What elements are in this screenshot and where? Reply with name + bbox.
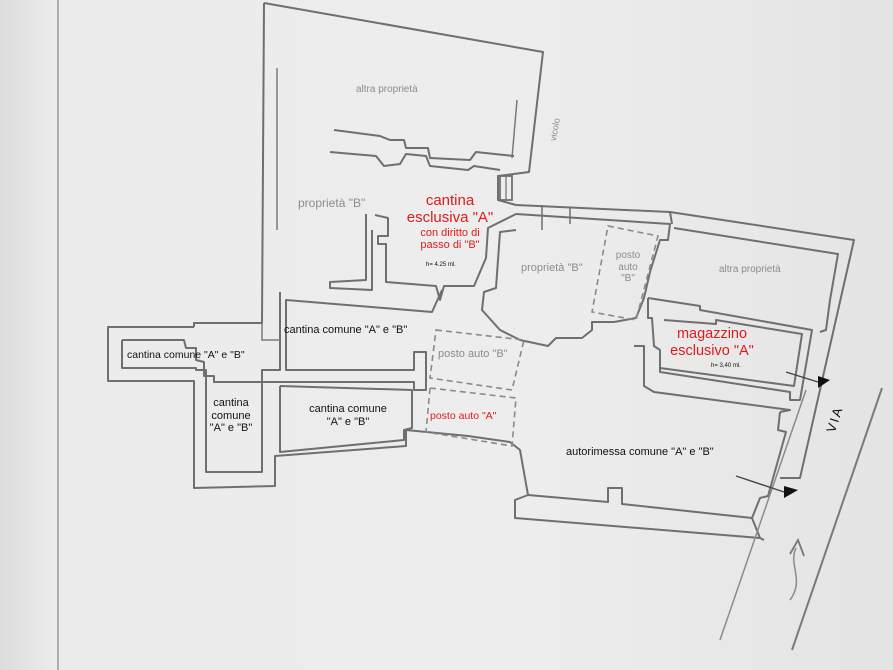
posto-auto-b-space-right — [591, 225, 659, 321]
wall-inner-corridor — [261, 323, 280, 341]
driveway-arrow — [789, 537, 805, 557]
wall-cantina-esclusiva — [374, 213, 517, 301]
wall-right-inner — [673, 227, 839, 333]
magazzino-line2: esclusivo "A" — [670, 342, 754, 359]
wall-cantina-mid — [261, 289, 443, 391]
posto-auto-b-right-line1: posto — [615, 250, 641, 261]
posto-auto-b-right-line2: auto — [618, 261, 638, 273]
label-magazzino: magazzino esclusivo "A" — [660, 326, 764, 359]
label-altra-proprieta-top: altra proprietà — [356, 84, 418, 95]
label-cantina-comune-top: cantina comune "A" e "B" — [284, 324, 408, 336]
cantina-small-line2: comune — [211, 409, 251, 422]
street-line-inner — [719, 389, 807, 641]
cantina-small-line3: "A" e "B" — [209, 422, 253, 435]
label-autorimessa: autorimessa comune "A" e "B" — [566, 446, 714, 458]
wall-cantina-mid-lower — [279, 385, 413, 453]
entrance-arrow-magazzino — [818, 376, 830, 388]
wall-autorimessa — [527, 487, 765, 541]
label-posto-auto-b: posto auto "B" — [438, 348, 508, 360]
wall-prop-b-mid — [481, 213, 671, 347]
label-h-magazzino: h= 3,40 ml. — [711, 363, 741, 369]
cantina-small-line1: cantina — [213, 397, 249, 409]
wall-autorimessa-right — [751, 411, 787, 519]
label-posto-auto-b-right: posto auto "B" — [608, 250, 648, 285]
wall-magazzino-inner — [659, 319, 803, 387]
label-altra-proprieta-right: altra proprietà — [719, 264, 781, 275]
wall-left-wing — [107, 326, 761, 539]
label-cantina-esclusiva: cantina esclusiva "A" con diritto di pas… — [400, 192, 500, 252]
wall-magazzino — [647, 297, 813, 401]
wall-left-wing-inner — [121, 339, 263, 473]
cantina-esclusiva-line1: cantina — [425, 192, 475, 209]
street-line-outer — [791, 387, 883, 651]
label-cantina-comune-mid: cantina comune "A" e "B" — [300, 403, 396, 428]
cantina-mid-line1: cantina comune — [309, 403, 387, 415]
posto-auto-a-space — [425, 387, 517, 447]
cantina-esclusiva-line4: passo di "B" — [420, 239, 480, 252]
cantina-esclusiva-line2: esclusiva "A" — [406, 209, 494, 227]
entrance-arrow-autorimessa — [784, 486, 798, 498]
wall-top-property — [263, 2, 544, 206]
label-h-cantina: h= 4.25 ml. — [426, 262, 456, 268]
label-cantina-comune-small: cantina comune "A" e "B" — [204, 397, 258, 435]
wall-cantina-esclusiva-left — [329, 214, 373, 291]
cantina-esclusiva-line3: con diritto di — [420, 226, 480, 239]
wall-prop-b-top — [515, 204, 673, 225]
wall-top-left — [193, 2, 265, 327]
label-proprieta-b-left: proprietà "B" — [298, 196, 366, 210]
wall-top-internal — [333, 129, 515, 161]
wall-right-lower — [634, 345, 791, 413]
cantina-mid-line2: "A" e "B" — [326, 415, 370, 428]
label-proprieta-b-mid: proprietà "B" — [521, 262, 583, 274]
wall-top-internal-2 — [329, 151, 501, 171]
magazzino-line1: magazzino — [676, 326, 748, 342]
label-posto-auto-a: posto auto "A" — [430, 410, 497, 422]
wall-right-property — [669, 211, 855, 479]
wall-top-inner-right — [511, 99, 518, 159]
posto-auto-b-right-line3: "B" — [621, 273, 635, 284]
label-cantina-comune-left: cantina comune "A" e "B" — [127, 349, 245, 361]
